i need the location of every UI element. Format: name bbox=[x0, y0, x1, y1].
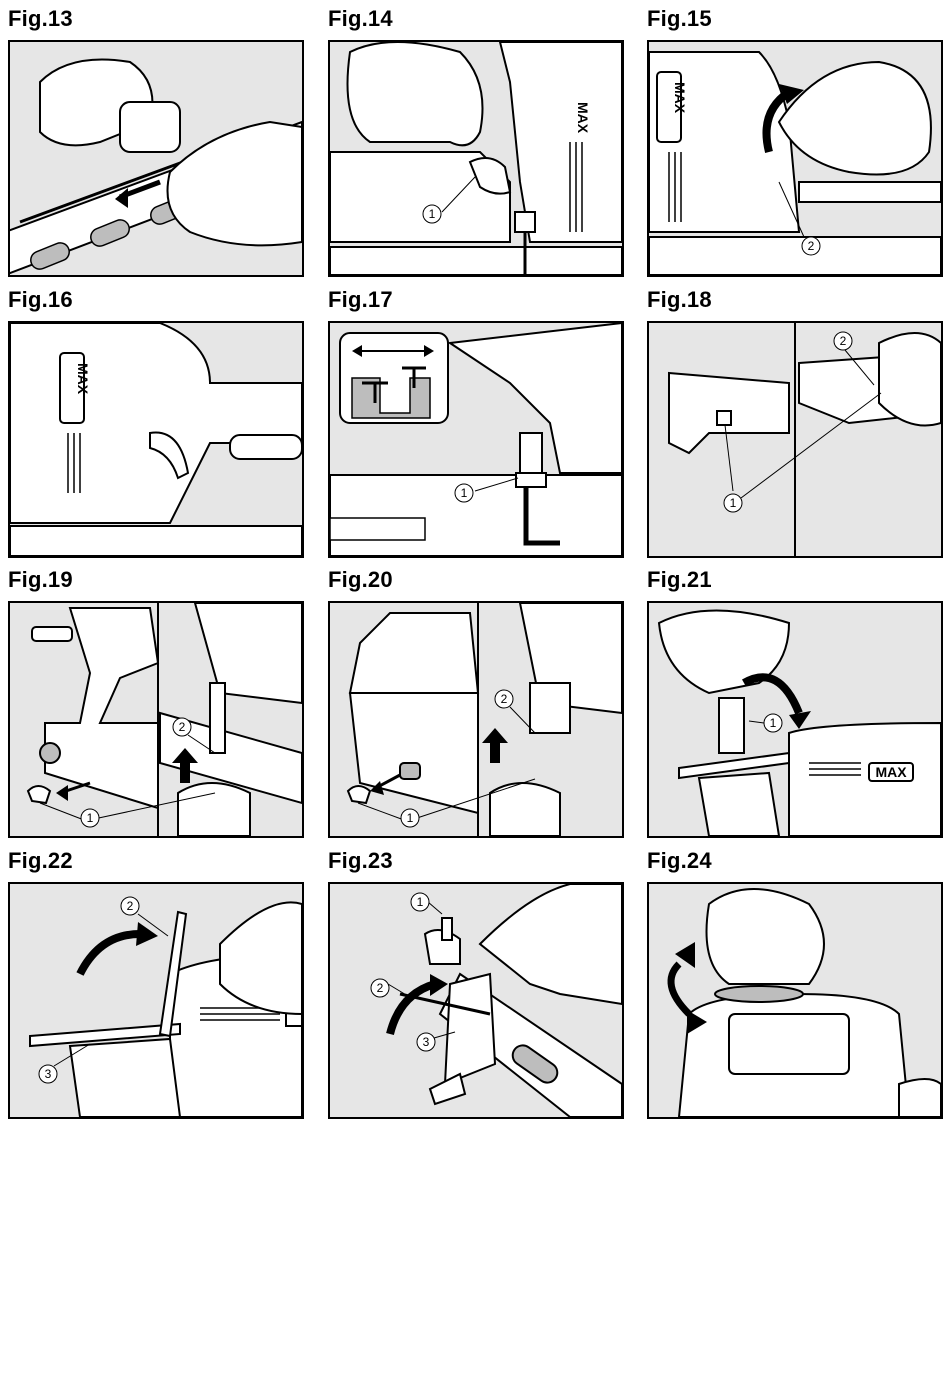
depth-adjuster-drawing: 1 bbox=[330, 323, 622, 556]
figure-title: Fig.18 bbox=[647, 287, 712, 312]
figure-title: Fig.19 bbox=[8, 567, 73, 592]
exhaust-cap-rotate-drawing bbox=[649, 884, 941, 1117]
callout-2: 2 bbox=[377, 981, 384, 995]
nail-strip-loading-drawing bbox=[10, 42, 302, 275]
figure-title: Fig.24 bbox=[647, 848, 712, 873]
adjuster-press-drawing: MAX 1 bbox=[330, 42, 622, 275]
figure-19-illustration: 1 2 bbox=[8, 601, 304, 838]
callout-1: 1 bbox=[770, 716, 777, 730]
figure-title: Fig.13 bbox=[8, 6, 73, 31]
remove-nose-part-alt-drawing: 1 2 bbox=[330, 603, 622, 836]
callout-2: 2 bbox=[840, 334, 847, 348]
callout-1: 1 bbox=[87, 811, 94, 825]
figure-title: Fig.14 bbox=[328, 6, 393, 31]
brand-logo: MAX bbox=[875, 764, 907, 780]
figure-14-illustration: MAX 1 bbox=[328, 40, 624, 277]
figure-20-illustration: 1 2 bbox=[328, 601, 624, 838]
callout-1: 1 bbox=[407, 811, 414, 825]
callout-3: 3 bbox=[45, 1067, 52, 1081]
callout-2: 2 bbox=[179, 720, 186, 734]
callout-2: 2 bbox=[501, 692, 508, 706]
callout-2: 2 bbox=[808, 239, 815, 253]
figure-13-illustration bbox=[8, 40, 304, 277]
callout-1: 1 bbox=[417, 895, 424, 909]
nose-assembly-drawing: 1 2 3 bbox=[330, 884, 622, 1117]
tool-body-side-drawing: MAX bbox=[10, 323, 302, 556]
figure-title: Fig.23 bbox=[328, 848, 393, 873]
remove-nose-part-drawing: 1 2 bbox=[10, 603, 302, 836]
callout-2: 2 bbox=[127, 899, 134, 913]
nose-latch-drawing: 1 2 bbox=[649, 323, 941, 556]
figure-title: Fig.20 bbox=[328, 567, 393, 592]
brand-logo: MAX bbox=[575, 102, 591, 134]
figure-17-illustration: 1 bbox=[328, 321, 624, 558]
figure-title: Fig.16 bbox=[8, 287, 73, 312]
callout-1: 1 bbox=[461, 486, 468, 500]
lever-release-drawing: MAX 1 bbox=[649, 603, 941, 836]
figure-title: Fig.21 bbox=[647, 567, 712, 592]
brand-logo: MAX bbox=[75, 363, 91, 395]
figure-title: Fig.22 bbox=[8, 848, 73, 873]
figure-22-illustration: 2 3 bbox=[8, 882, 304, 1119]
figure-21-illustration: MAX 1 bbox=[647, 601, 943, 838]
callout-1: 1 bbox=[730, 496, 737, 510]
callout-1: 1 bbox=[429, 207, 436, 221]
trigger-rotate-drawing: MAX 2 bbox=[649, 42, 941, 275]
figure-16-illustration: MAX bbox=[8, 321, 304, 558]
figure-title: Fig.15 bbox=[647, 6, 712, 31]
figure-23-illustration: 1 2 3 bbox=[328, 882, 624, 1119]
figure-24-illustration bbox=[647, 882, 943, 1119]
figure-18-illustration: 1 2 bbox=[647, 321, 943, 558]
open-cover-drawing: 2 3 bbox=[10, 884, 302, 1117]
figure-title: Fig.17 bbox=[328, 287, 393, 312]
brand-logo: MAX bbox=[672, 82, 688, 114]
figure-15-illustration: MAX 2 bbox=[647, 40, 943, 277]
callout-3: 3 bbox=[423, 1035, 430, 1049]
